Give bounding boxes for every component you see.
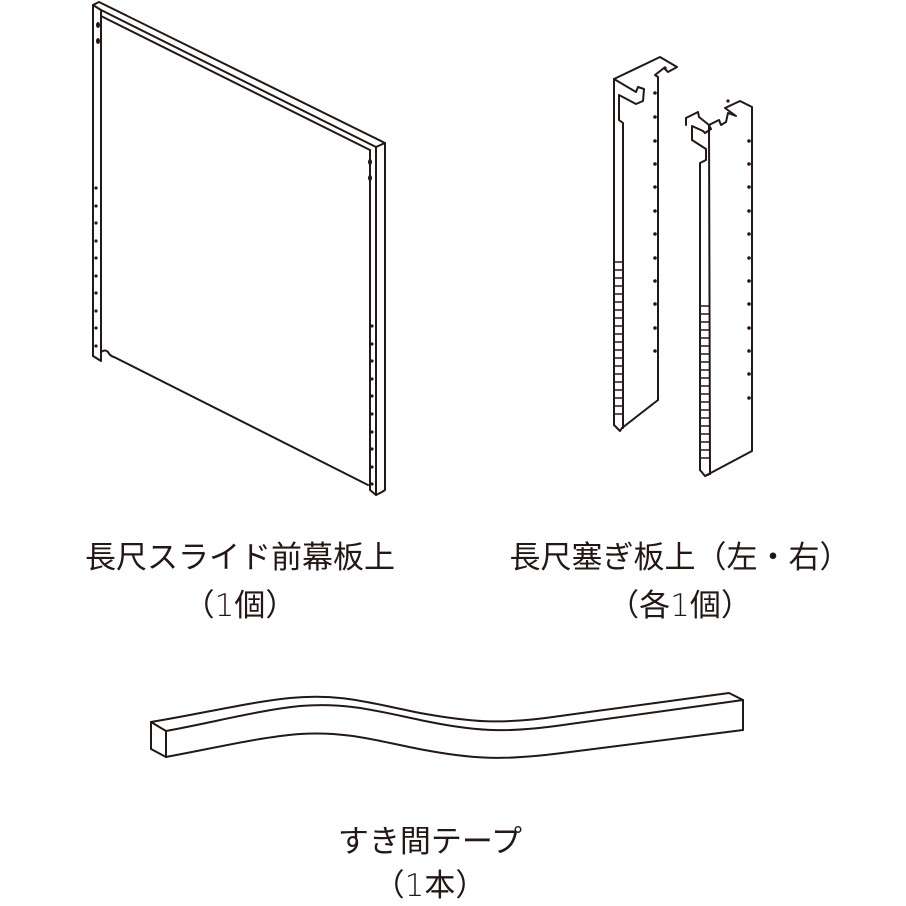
gap-tape-illustration [150, 692, 744, 759]
gap-tape-quantity: （1本） [373, 868, 487, 904]
filler-stiles-illustration [613, 56, 753, 477]
filler-stile-left [613, 56, 678, 432]
front-panel-quantity: （1個） [183, 588, 297, 624]
front-panel-label: 長尺スライド前幕板上 [85, 540, 395, 576]
front-panel-illustration [92, 1, 386, 496]
filler-stiles-quantity: （各1個） [608, 588, 752, 624]
filler-stile-right [685, 99, 753, 477]
filler-stiles-label: 長尺塞ぎ板上（左・右） [509, 540, 851, 576]
left-stile-holes [94, 22, 374, 486]
gap-tape-label: すき間テープ [337, 824, 523, 860]
